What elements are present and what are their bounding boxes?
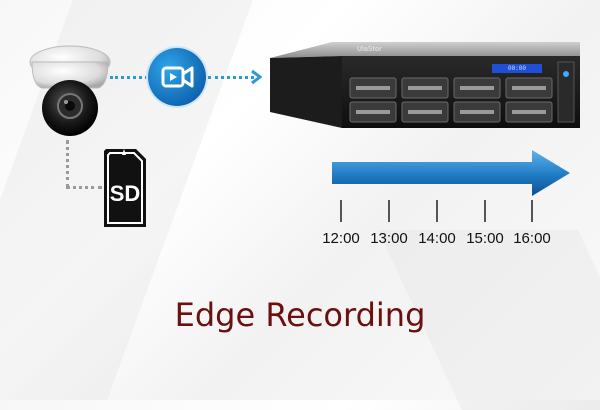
timeline-tick — [531, 200, 533, 222]
nvr-lcd-display: 00:00 00:00:00 — [492, 64, 542, 73]
timeline-tick — [484, 200, 486, 222]
sd-label: SD — [110, 181, 141, 206]
connector-camera-to-sd-h — [66, 186, 102, 189]
timeline-label: 12:00 — [322, 230, 360, 247]
diagram-title: Edge Recording — [174, 296, 426, 334]
nvr-body — [270, 42, 580, 128]
sd-card-icon: SD — [104, 149, 146, 227]
nvr-server-icon: UlaStor 00:00 00:00:00 — [262, 38, 580, 138]
timeline-label: 14:00 — [418, 230, 456, 247]
video-badge — [148, 48, 206, 106]
timeline-label: 13:00 — [370, 230, 408, 247]
arrowhead-icon — [251, 69, 262, 85]
video-camera-icon — [161, 66, 194, 88]
connector-camera-to-video — [110, 76, 148, 79]
dome-camera-icon — [29, 45, 111, 136]
connector-camera-to-sd — [66, 140, 69, 188]
timeline-tick — [340, 200, 342, 222]
arrow-right-icon — [332, 150, 570, 196]
timeline-tick — [436, 200, 438, 222]
nvr-brand-label: UlaStor — [357, 46, 382, 53]
timeline-label: 16:00 — [513, 230, 551, 247]
timeline-tick — [388, 200, 390, 222]
connector-video-to-nvr — [208, 76, 254, 79]
timeline-label: 15:00 — [466, 230, 504, 247]
